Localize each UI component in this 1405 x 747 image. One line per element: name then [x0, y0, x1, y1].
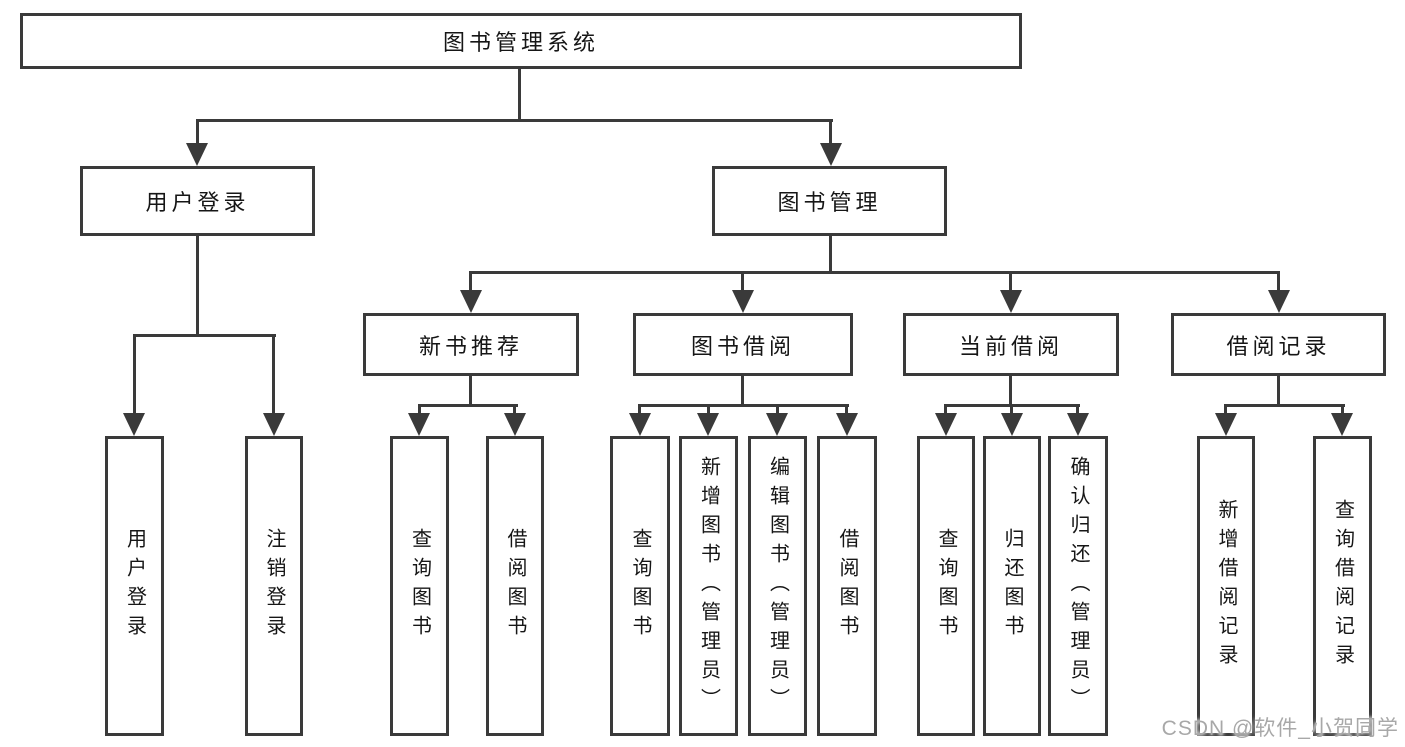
connector-line — [741, 273, 744, 292]
connector-line — [776, 406, 779, 415]
leaf-borrow-books: 借阅图书 — [817, 436, 877, 736]
arrow-down-icon — [123, 413, 145, 436]
leaf-label: 确认归还（管理员） — [1067, 455, 1089, 717]
arrow-down-icon — [1268, 290, 1290, 313]
arrow-down-icon — [629, 413, 651, 436]
leaf-user-login: 用户登录 — [105, 436, 164, 736]
arrow-down-icon — [460, 290, 482, 313]
leaf-label: 借阅图书 — [504, 528, 526, 644]
leaf-label: 查询借阅记录 — [1331, 499, 1354, 673]
connector-line — [418, 406, 421, 415]
connector-line — [1224, 406, 1227, 415]
arrow-down-icon — [504, 413, 526, 436]
connector-line — [845, 406, 848, 415]
arrow-down-icon — [766, 413, 788, 436]
leaf-label: 查询图书 — [629, 528, 651, 644]
leaf-return-books: 归还图书 — [983, 436, 1041, 736]
leaf-label: 用户登录 — [123, 528, 146, 644]
connector-line — [1341, 406, 1344, 415]
arrow-down-icon — [1000, 290, 1022, 313]
connector-line — [518, 69, 521, 121]
arrow-down-icon — [1067, 413, 1089, 436]
connector-line — [196, 119, 833, 122]
connector-line — [1076, 406, 1079, 415]
arrow-down-icon — [263, 413, 285, 436]
connector-line — [418, 404, 518, 407]
leaf-edit-book-admin: 编辑图书（管理员） — [748, 436, 807, 736]
leaf-current-query-books: 查询图书 — [917, 436, 975, 736]
node-borrow-records: 借阅记录 — [1171, 313, 1386, 376]
connector-line — [1009, 376, 1012, 406]
node-label: 图书管理系统 — [442, 30, 599, 55]
connector-line — [272, 336, 275, 415]
leaf-add-book-admin: 新增图书（管理员） — [679, 436, 738, 736]
node-current-borrow: 当前借阅 — [903, 313, 1119, 376]
connector-line — [638, 406, 641, 415]
node-label: 用户登录 — [145, 190, 250, 215]
node-book-management: 图书管理 — [712, 166, 947, 236]
node-user-login: 用户登录 — [80, 166, 315, 236]
leaf-recommend-query-books: 查询图书 — [390, 436, 449, 736]
node-new-book-recommend: 新书推荐 — [363, 313, 579, 376]
connector-line — [944, 404, 1080, 407]
connector-line — [469, 273, 472, 292]
leaf-recommend-borrow-books: 借阅图书 — [486, 436, 544, 736]
arrow-down-icon — [1001, 413, 1023, 436]
arrow-down-icon — [697, 413, 719, 436]
connector-line — [829, 121, 832, 146]
leaf-label: 新增图书（管理员） — [697, 455, 720, 717]
node-label: 新书推荐 — [418, 333, 523, 359]
connector-line — [829, 236, 832, 273]
arrow-down-icon — [732, 290, 754, 313]
connector-line — [196, 236, 199, 336]
connector-line — [707, 406, 710, 415]
arrow-down-icon — [408, 413, 430, 436]
leaf-add-borrow-record: 新增借阅记录 — [1197, 436, 1255, 736]
connector-line — [469, 271, 1280, 274]
connector-line — [196, 121, 199, 146]
leaf-label: 编辑图书（管理员） — [766, 455, 789, 717]
node-label: 图书借阅 — [690, 333, 795, 359]
watermark: CSDN @软件_小贺同学 — [1161, 717, 1399, 740]
leaf-label: 借阅图书 — [836, 528, 858, 644]
leaf-label: 新增借阅记录 — [1215, 499, 1237, 673]
leaf-label: 查询图书 — [408, 528, 431, 644]
arrow-down-icon — [1331, 413, 1353, 436]
connector-line — [741, 376, 744, 406]
node-root: 图书管理系统 — [20, 13, 1022, 69]
arrow-down-icon — [820, 143, 842, 166]
leaf-borrow-query-books: 查询图书 — [610, 436, 670, 736]
connector-line — [1009, 273, 1012, 292]
connector-line — [1010, 406, 1013, 415]
connector-line — [513, 406, 516, 415]
leaf-query-borrow-record: 查询借阅记录 — [1313, 436, 1372, 736]
leaf-confirm-return-admin: 确认归还（管理员） — [1048, 436, 1108, 736]
connector-line — [638, 404, 849, 407]
leaf-label: 注销登录 — [263, 528, 285, 644]
node-label: 借阅记录 — [1226, 333, 1331, 359]
arrow-down-icon — [1215, 413, 1237, 436]
node-label: 当前借阅 — [958, 333, 1063, 359]
connector-line — [1224, 404, 1345, 407]
connector-line — [1277, 376, 1280, 406]
arrow-down-icon — [935, 413, 957, 436]
connector-line — [133, 336, 136, 415]
connector-line — [469, 376, 472, 406]
node-book-borrow: 图书借阅 — [633, 313, 853, 376]
leaf-label: 查询图书 — [935, 528, 957, 644]
leaf-logout: 注销登录 — [245, 436, 303, 736]
connector-line — [1277, 273, 1280, 292]
arrow-down-icon — [186, 143, 208, 166]
node-label: 图书管理 — [777, 190, 882, 215]
connector-line — [944, 406, 947, 415]
arrow-down-icon — [836, 413, 858, 436]
leaf-label: 归还图书 — [1001, 528, 1023, 644]
connector-line — [133, 334, 276, 337]
